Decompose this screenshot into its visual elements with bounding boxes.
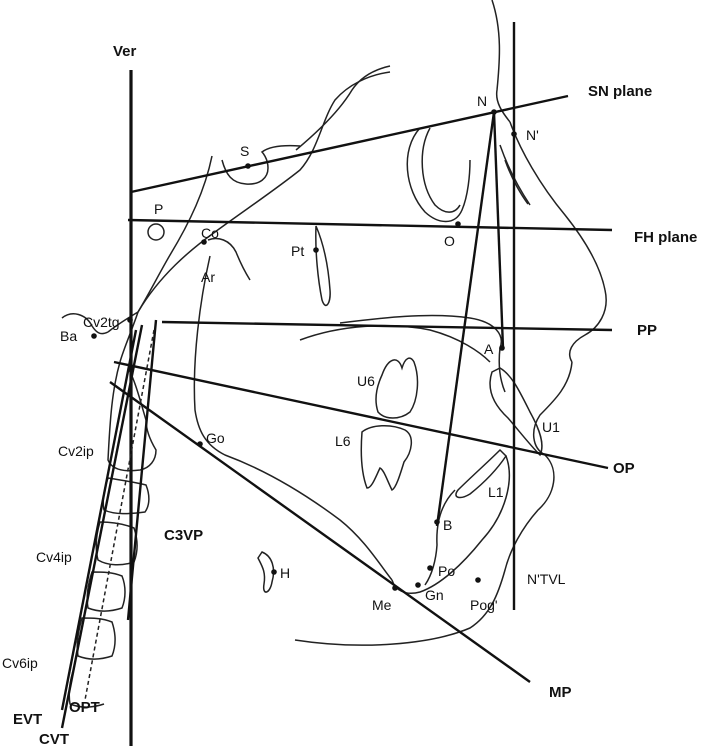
anatomy-outlines [61, 0, 607, 708]
labels: Ver SN plane FH plane PP OP MP C3VP N'TV… [2, 43, 697, 746]
orbit-outline [406, 127, 471, 223]
label-point-p: P [154, 201, 163, 217]
label-point-pt: Pt [291, 243, 304, 259]
point-po [427, 565, 433, 571]
anterior-maxilla [498, 347, 506, 393]
point-h [271, 569, 277, 575]
orbit-inner [421, 127, 461, 213]
frontal-internal [295, 65, 391, 151]
nose-profile [509, 121, 607, 363]
point-pog-prime [475, 577, 481, 583]
label-point-a: A [484, 341, 494, 357]
condyle [207, 237, 251, 281]
label-point-go: Go [206, 430, 225, 446]
label-point-po: Po [438, 563, 455, 579]
point-cv2tg [127, 317, 133, 323]
label-cvt: CVT [39, 731, 69, 746]
label-point-h: H [280, 565, 290, 581]
mandibular-ramus [193, 255, 393, 581]
point-a [499, 345, 505, 351]
label-point-b: B [443, 517, 452, 533]
hyoid-bone [257, 551, 275, 593]
point-o [455, 221, 461, 227]
point-pt [313, 247, 319, 253]
palate [339, 314, 502, 349]
label-pp: PP [637, 322, 657, 339]
opt-line [84, 329, 155, 701]
clivus [137, 155, 213, 313]
point-n [491, 109, 497, 115]
label-point-cv2ip: Cv2ip [58, 443, 94, 459]
op-line [113, 360, 609, 470]
landmark-dots [91, 109, 517, 591]
upper-molar [375, 357, 419, 419]
pterygoid-fissure [315, 225, 331, 307]
label-point-cv4ip: Cv4ip [36, 549, 72, 565]
label-opt: OPT [69, 699, 100, 716]
fh-plane-line [127, 218, 613, 232]
point-me [392, 585, 398, 591]
label-point-cv6ip: Cv6ip [2, 655, 38, 671]
label-point-ba: Ba [60, 328, 77, 344]
label-sn-plane: SN plane [588, 83, 652, 100]
label-ver: Ver [113, 43, 137, 60]
label-mp: MP [549, 684, 572, 701]
upper-lip [533, 361, 573, 456]
sella-turcica [221, 144, 301, 185]
mandible-inner [299, 324, 491, 363]
point-b [434, 519, 440, 525]
label-point-l6: L6 [335, 433, 351, 449]
basion-curve [61, 313, 109, 335]
n-a-line [492, 111, 505, 349]
cv2-dens [107, 310, 140, 363]
point-gn [415, 582, 421, 588]
pp-line [161, 320, 613, 332]
evt-line [60, 329, 138, 711]
label-point-gn: Gn [425, 587, 444, 603]
cranial-base-outline [137, 71, 391, 313]
forehead-profile [491, 0, 511, 123]
label-point-u1: U1 [542, 419, 560, 435]
label-point-me: Me [372, 597, 392, 613]
lower-molar [360, 425, 412, 492]
label-point-pog-prime: Pog' [470, 597, 498, 613]
point-co [201, 239, 207, 245]
mp-line [109, 381, 531, 683]
cervical-vertebra-2 [107, 361, 157, 472]
point-ba [91, 333, 97, 339]
point-n-prime [511, 131, 517, 137]
point-s [245, 163, 251, 169]
label-point-l1: L1 [488, 484, 504, 500]
n-b-line [435, 111, 496, 527]
reference-lines [60, 22, 613, 746]
label-op: OP [613, 460, 635, 477]
label-point-n: N [477, 93, 487, 109]
c3vp-line [126, 319, 158, 621]
symphysis-inner [424, 489, 456, 586]
label-point-u6: U6 [357, 373, 375, 389]
label-point-co: Co [201, 225, 219, 241]
nasal-bone-2 [504, 159, 529, 205]
porion-ring [147, 223, 165, 241]
label-evt: EVT [13, 711, 42, 728]
label-ntvl: N'TVL [527, 571, 566, 587]
lower-incisor [455, 448, 507, 499]
label-fh-plane: FH plane [634, 229, 697, 246]
label-point-ar: Ar [201, 269, 215, 285]
label-point-o: O [444, 233, 455, 249]
label-c3vp: C3VP [164, 527, 203, 544]
point-go [197, 441, 203, 447]
lower-lip-chin [294, 454, 555, 646]
cvt-line [60, 324, 144, 729]
label-point-s: S [240, 143, 249, 159]
label-point-n-prime: N' [526, 127, 539, 143]
upper-incisor [489, 367, 543, 457]
label-point-cv2tg: Cv2tg [83, 314, 120, 330]
sn-plane-line [130, 94, 569, 194]
